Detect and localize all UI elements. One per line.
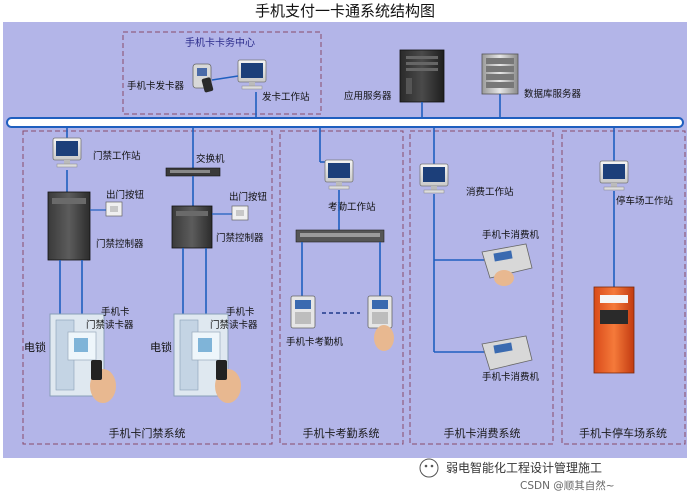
attendance-machine-label: 手机卡考勤机	[286, 336, 344, 348]
door-reader-label: 门禁读卡器	[86, 319, 134, 331]
door-controller-label: 门禁控制器	[96, 238, 144, 250]
watermark-brand: 弱电智能化工程设计管理施工	[446, 460, 602, 475]
electric-lock-label: 电锁	[150, 340, 172, 354]
consumption-system-box	[409, 130, 554, 445]
exit-button-label: 出门按钮	[106, 189, 145, 201]
phone-hand-icon	[374, 325, 394, 351]
switch-label: 交换机	[196, 153, 225, 165]
attendance-machine-icon	[290, 295, 316, 329]
card-center-label: 手机卡卡务中心	[185, 36, 255, 49]
phone-hand-icon	[215, 360, 241, 403]
attendance-system-label: 手机卡考勤系统	[303, 426, 380, 440]
attendance-machine-icon	[367, 295, 393, 329]
door-reader-label: 手机卡	[101, 306, 130, 318]
card-issuer-label: 手机卡发卡器	[127, 80, 185, 92]
watermark-credit: CSDN @顺其自然~	[520, 479, 615, 492]
issuer-workstation-label: 发卡工作站	[262, 91, 310, 103]
exit-button-label: 出门按钮	[229, 191, 268, 203]
switch-icon	[165, 167, 221, 177]
database-server-icon	[481, 53, 519, 95]
consumption-workstation-label: 消费工作站	[466, 186, 514, 198]
card-issuer-icon	[192, 63, 214, 93]
application-server-icon	[399, 49, 445, 103]
electric-lock-label: 电锁	[24, 340, 46, 354]
door-controller-icon	[47, 191, 91, 261]
diagram-title: 手机支付一卡通系统结构图	[255, 2, 435, 20]
attendance-system-box	[279, 130, 404, 445]
exit-button-icon	[231, 205, 249, 221]
consumption-machine-label: 手机卡消费机	[482, 229, 540, 241]
consumption-machine-label: 手机卡消费机	[482, 371, 540, 383]
parking-system-label: 手机卡停车场系统	[579, 426, 667, 440]
door-icon	[49, 313, 105, 397]
door-system-box	[22, 130, 273, 445]
door-workstation-label: 门禁工作站	[93, 150, 141, 162]
network-bus	[6, 117, 684, 128]
door-controller-label: 门禁控制器	[216, 232, 264, 244]
phone-hand-icon	[90, 360, 116, 403]
parking-gate-icon	[593, 286, 635, 374]
exit-button-icon	[105, 201, 123, 217]
door-system-label: 手机卡门禁系统	[109, 426, 186, 440]
consumption-system-label: 手机卡消费系统	[444, 426, 521, 440]
card-center-box	[122, 31, 322, 115]
door-reader-label: 门禁读卡器	[210, 319, 258, 331]
wechat-icon	[419, 458, 439, 478]
parking-workstation-label: 停车场工作站	[616, 195, 674, 207]
application-server-label: 应用服务器	[344, 90, 392, 102]
database-server-label: 数据库服务器	[524, 88, 582, 100]
attendance-workstation-label: 考勤工作站	[328, 201, 376, 213]
consumption-machine-icon	[481, 243, 533, 286]
door-reader-label: 手机卡	[226, 306, 255, 318]
switch-icon	[295, 229, 385, 243]
door-controller-icon	[171, 205, 213, 249]
connector-line	[211, 75, 239, 81]
consumption-machine-icon	[481, 335, 533, 371]
parking-system-box	[561, 130, 686, 445]
